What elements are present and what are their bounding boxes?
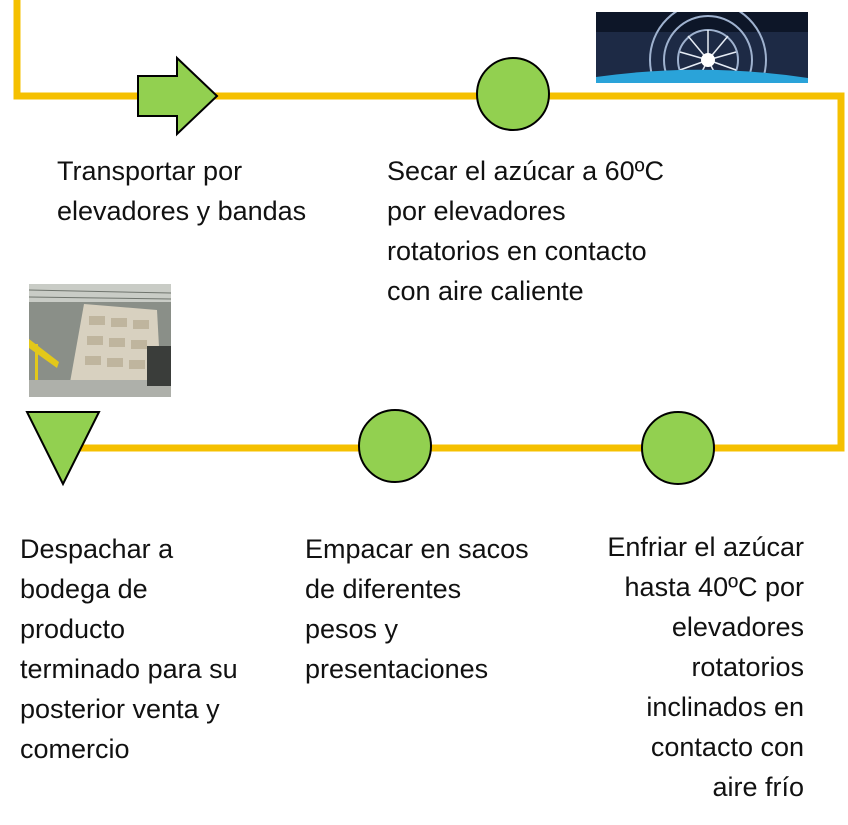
step-transport-label: Transportar por elevadores y bandas [57, 156, 307, 226]
step-dry-label: Secar el azúcar a 60ºC por elevadores ro… [387, 156, 665, 306]
storage-triangle-symbol [25, 411, 101, 487]
flow-line [13, 0, 845, 452]
transport-arrow-symbol [137, 55, 219, 137]
step-dispatch-label: Despachar a bodega de producto terminado… [20, 534, 238, 764]
dry-operation-circle [476, 57, 550, 131]
warehouse-sacks-photo [29, 284, 171, 397]
step-pack-label: Empacar en sacos de diferentes pesos y p… [305, 534, 529, 684]
pack-operation-circle [358, 409, 432, 483]
step-cool-label: Enfriar el azúcar hasta 40ºC por elevado… [607, 532, 804, 802]
industrial-dryer-photo [596, 12, 808, 83]
cool-operation-circle [641, 411, 715, 485]
